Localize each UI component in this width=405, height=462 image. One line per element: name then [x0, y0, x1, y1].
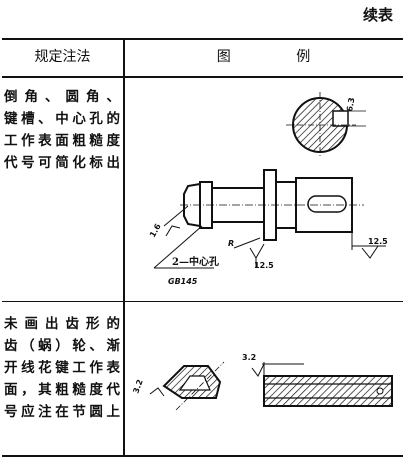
rule-line: 齿（蜗）轮、渐 [4, 338, 120, 354]
roughness-label-fillet: 12.5 [254, 261, 274, 270]
annotations: 1.6 2—中心孔 GB145 R 12.5 12.5 [148, 205, 388, 286]
header-bottom-rule [2, 76, 403, 78]
roughness-label-spline: 3.2 [242, 353, 256, 362]
center-hole-label: 2—中心孔 [172, 255, 219, 268]
shaft-drawing: 6.3 1.6 2—中心孔 GB145 R 12.5 12.5 [148, 92, 388, 286]
rule-line: 面，其粗糙度代 [4, 382, 120, 398]
figure-label-1: 图 [216, 49, 231, 65]
rule-line: 倒角、圆角、 [4, 89, 120, 105]
table-bottom-rule [2, 455, 403, 457]
row-2-rule-text: 未画出齿形的 齿（蜗）轮、渐 开线花键工作表 面，其粗糙度代 号应注在节圆上 [4, 313, 120, 423]
cross-section: 6.3 [286, 92, 366, 158]
spline-section: 3.2 [242, 353, 393, 407]
row-1-rule-text: 倒角、圆角、 键槽、中心孔的 工作表面粗糙度 代号可简化标出 [4, 86, 120, 174]
roughness-label-chamfer: 1.6 [148, 222, 163, 239]
continued-label: 续表 [362, 6, 393, 24]
gear-spline-drawing: 3.2 3.2 [131, 353, 393, 411]
row-divider [2, 301, 403, 302]
rule-line: 号应注在节圆上 [4, 404, 120, 420]
column-header-rule: 规定注法 [34, 49, 91, 65]
figure-label-2: 例 [296, 49, 311, 65]
roughness-label-gear: 3.2 [131, 378, 144, 394]
shaft-body [180, 169, 364, 241]
rule-line: 未画出齿形的 [4, 316, 120, 332]
column-divider [123, 40, 125, 455]
roughness-label-face: 12.5 [368, 237, 388, 246]
standard-label: GB145 [168, 277, 198, 286]
rule-line: 开线花键工作表 [4, 360, 120, 376]
roughness-label-keyway: 6.3 [345, 97, 356, 113]
rule-line: 工作表面粗糙度 [4, 133, 120, 149]
column-header-figure: 图 例 [124, 42, 403, 72]
gear-section: 3.2 [131, 361, 225, 411]
rule-line: 键槽、中心孔的 [4, 111, 120, 127]
table-top-rule [2, 38, 403, 40]
radius-label: R [228, 239, 234, 248]
rule-line: 代号可简化标出 [4, 155, 120, 171]
